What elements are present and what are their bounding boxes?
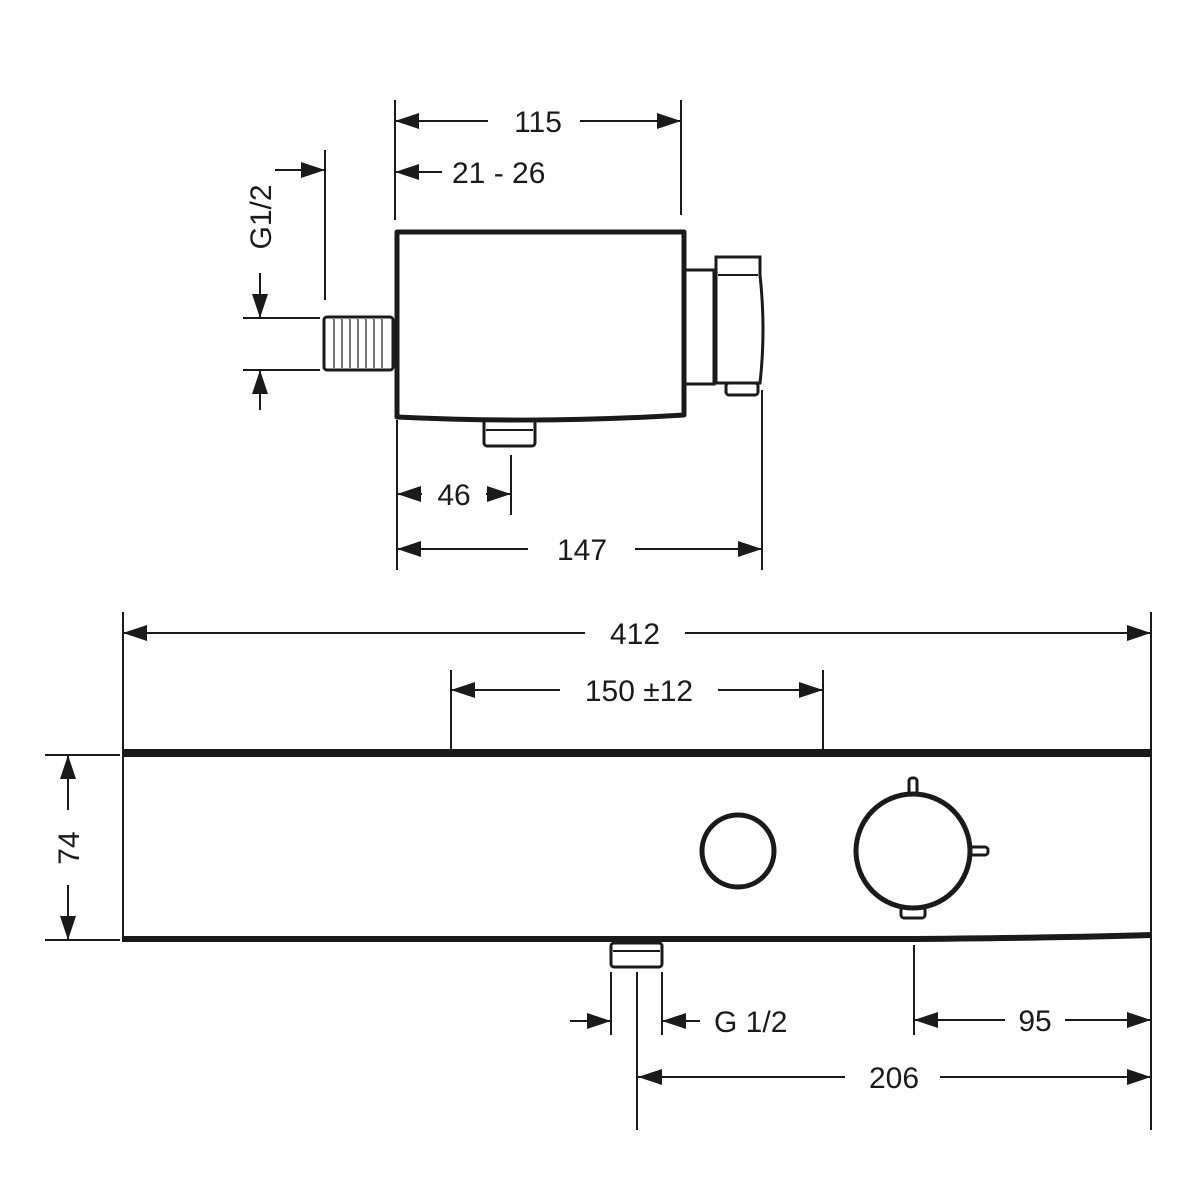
dim-206: 206 xyxy=(869,1062,919,1095)
side-outlet-nut xyxy=(482,418,537,448)
side-knob xyxy=(683,255,765,397)
side-body xyxy=(394,229,687,423)
dim-95: 95 xyxy=(1018,1005,1051,1038)
dim-21-26: 21 - 26 xyxy=(452,157,545,190)
front-body-bottom xyxy=(122,932,1153,942)
front-outlet-nut xyxy=(609,941,664,969)
dim-74: 74 xyxy=(53,831,86,864)
dim-412: 412 xyxy=(610,618,660,651)
side-inlet-thread xyxy=(322,315,395,372)
diverter-knob xyxy=(699,812,777,890)
dim-g1-2-front: G 1/2 xyxy=(714,1006,787,1039)
thermostat-knob xyxy=(853,776,990,920)
dim-147: 147 xyxy=(557,534,607,567)
dim-g1-2-side: G1/2 xyxy=(245,184,278,249)
dim-150-12: 150 ±12 xyxy=(585,675,693,708)
side-view: 115 21 - 26 G1/2 46 147 xyxy=(243,100,765,570)
front-view: 412 150 ±12 74 G 1/2 95 206 xyxy=(45,612,1153,1130)
dim-46: 46 xyxy=(437,479,470,512)
dim-115: 115 xyxy=(514,106,562,139)
